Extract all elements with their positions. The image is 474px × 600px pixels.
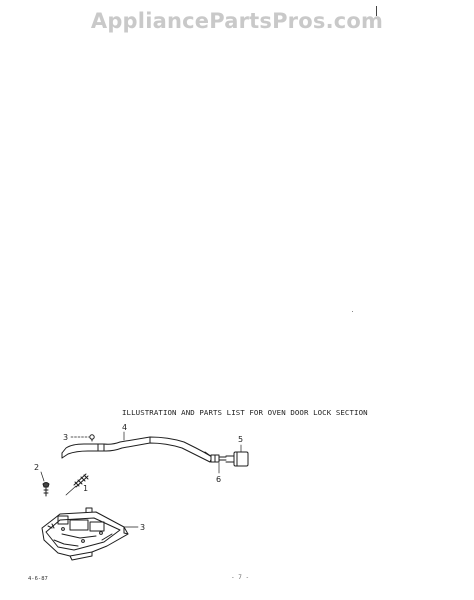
- callout-3-base: 3: [140, 523, 145, 532]
- part-spring: [73, 473, 89, 488]
- watermark-logo: AppliancePartsPros.com: [90, 9, 384, 33]
- part-screw-left: [42, 482, 50, 497]
- section-title: ILLUSTRATION AND PARTS LIST FOR OVEN DOO…: [122, 408, 368, 417]
- part-screw-top: [89, 434, 95, 442]
- leader-lines: [40, 431, 242, 528]
- footer-page-number: - 7 -: [231, 574, 250, 581]
- callout-6: 6: [216, 475, 221, 484]
- callout-3-top: 3: [63, 433, 68, 442]
- callout-4: 4: [122, 423, 127, 432]
- part-latch-arm: [61, 436, 213, 463]
- callout-5: 5: [238, 435, 243, 444]
- part-connector: [210, 454, 227, 463]
- scan-speck: [352, 311, 353, 312]
- callout-2: 2: [34, 463, 39, 472]
- part-base-plate: [41, 507, 129, 561]
- footer-date: 4-6-87: [28, 576, 48, 582]
- callout-1: 1: [83, 484, 88, 493]
- scan-mark: [376, 6, 377, 16]
- part-knob: [225, 451, 249, 467]
